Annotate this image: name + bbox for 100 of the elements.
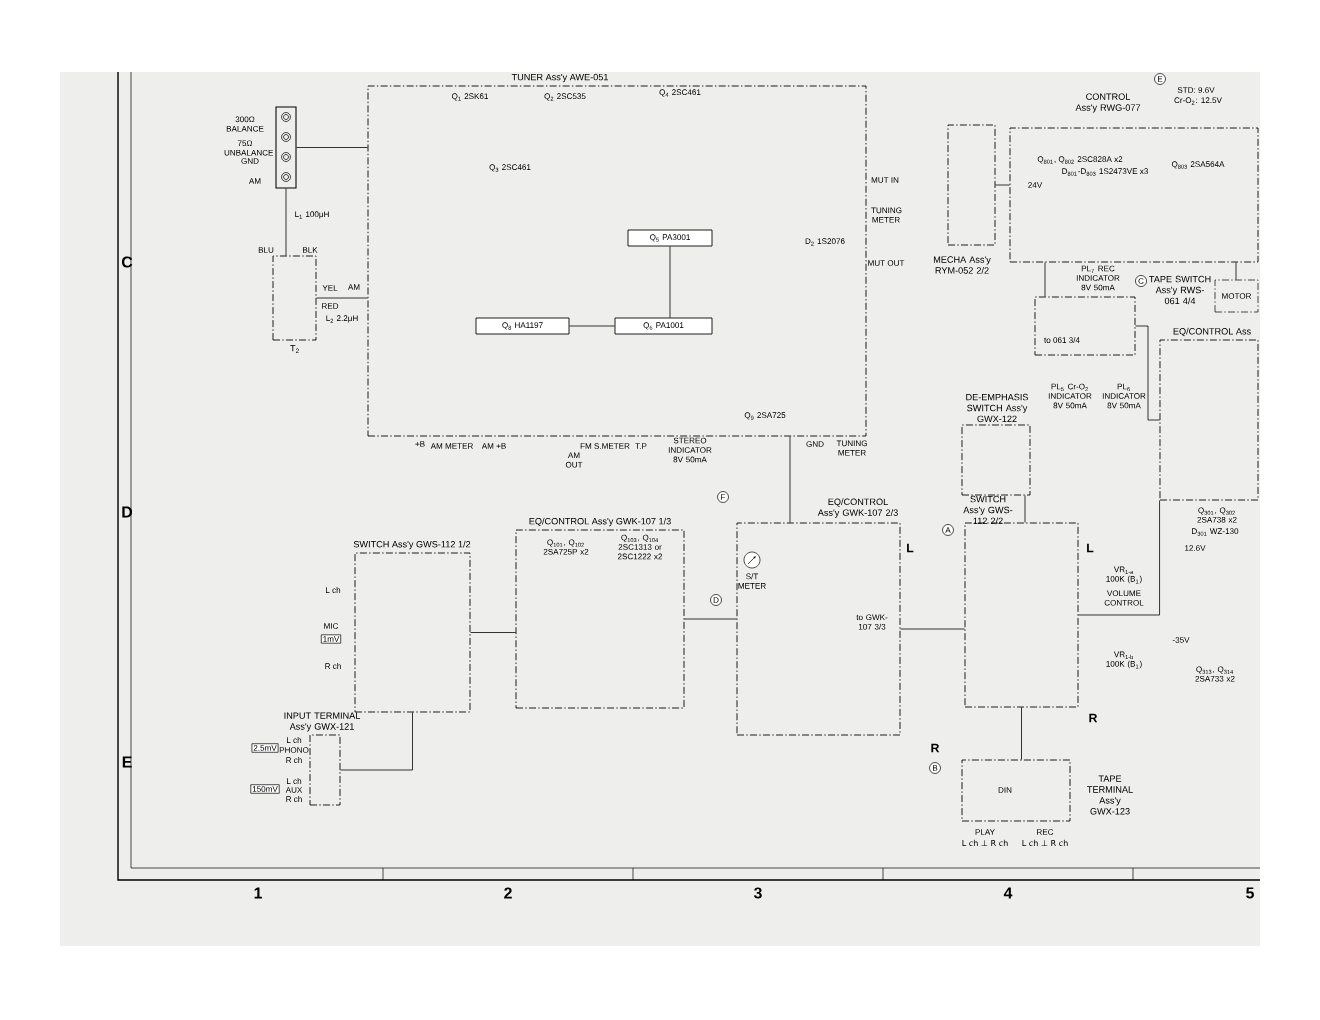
component-label: L$_{2}$ 2.2μH xyxy=(326,315,358,323)
pin-label: FM S.METER xyxy=(580,443,630,449)
pin-label: R ch xyxy=(286,757,302,763)
wire xyxy=(296,147,368,148)
component-label: Q$_{3}$ 2SC461 xyxy=(489,164,531,172)
grid-reference: 1 xyxy=(254,887,262,899)
node-label: SWITCH Ass'y GWS-112 1/2 xyxy=(353,540,471,550)
transformer-box: T$_{2}$ xyxy=(272,255,317,353)
pin-label: T.P xyxy=(635,443,647,449)
pin-label: AM xyxy=(347,284,360,290)
node-label: CONTROL Ass'y RWG-077 xyxy=(1075,93,1141,113)
component-label: VR$_{1-b}$ 100K (B$_{1}$) xyxy=(1106,651,1142,669)
pin-label: STD: 9.6V xyxy=(1177,87,1215,93)
component-label: Q$_{313}$, Q$_{314}$ 2SA733 x2 xyxy=(1195,666,1235,682)
wire xyxy=(569,325,615,327)
component-label: L$_{1}$ 100μH xyxy=(295,211,329,219)
pin-label: +B xyxy=(415,441,425,447)
node-label: EQ/CONTROL Ass'y GWK-107 2/3 xyxy=(817,498,898,518)
component-label: Q$_{803}$ 2SA564A xyxy=(1171,161,1225,169)
wire xyxy=(316,297,368,299)
wire xyxy=(1135,325,1160,421)
pin-label: MUT IN xyxy=(871,177,899,183)
node-label: SWITCH Ass'y GWS-112 2/2 xyxy=(963,495,1013,525)
pin-label: 24V xyxy=(1028,182,1043,188)
pin-label: AUX xyxy=(285,787,303,793)
grid-reference: 4 xyxy=(1003,887,1013,899)
ic-block: Q$_{6}$ PA1001 xyxy=(614,317,713,335)
pin-label: GND xyxy=(806,441,824,447)
pin-label: RED xyxy=(322,303,339,309)
assembly-box: SWITCH Ass'y GWS-112 1/2 xyxy=(353,540,471,713)
component-label: Q$_{4}$ 2SC461 xyxy=(659,89,701,97)
pin-label: R ch xyxy=(286,796,302,802)
pin-label: to GWK-107 3/3 xyxy=(856,614,888,630)
wire xyxy=(1024,495,1026,523)
level-tag: 150mV xyxy=(250,784,280,794)
grid-reference: E xyxy=(122,756,132,768)
terminal-label: 300Ω BALANCE xyxy=(226,116,264,132)
component-label: Q$_{1}$ 2SK61 xyxy=(452,93,489,101)
pin-label: STEREO INDICATOR 8V 50mA xyxy=(668,437,712,463)
node-label: T$_{2}$ xyxy=(290,344,299,354)
wire xyxy=(900,628,965,630)
wire xyxy=(1044,262,1046,297)
wire xyxy=(684,618,737,620)
wire xyxy=(1235,262,1237,281)
pin-label: REC xyxy=(1037,829,1054,835)
component-label: D$_{2}$ 1S2076 xyxy=(805,238,845,246)
pin-label: Cr-O$_{2}$: 12.5V xyxy=(1174,97,1222,105)
assembly-box: EQ/CONTROL Ass xyxy=(1159,327,1259,501)
wire xyxy=(285,188,287,256)
pin-label: L ch xyxy=(287,737,302,743)
pin-label: TUNING METER xyxy=(871,207,902,223)
pin-label: YEL xyxy=(322,285,338,291)
channel-label: R xyxy=(1089,713,1098,723)
component-label: Q$_{101}$, Q$_{102}$ 2SA725P x2 xyxy=(543,539,589,555)
pin-label: to 061 3/4 xyxy=(1044,337,1080,343)
component-label: D$_{301}$ WZ-130 xyxy=(1192,528,1239,536)
component-label: Q$_{801}$, Q$_{802}$ 2SC828A x2 xyxy=(1037,156,1123,164)
wire xyxy=(470,632,516,633)
terminal-label: GND xyxy=(241,158,259,164)
assembly-box: DE-EMPHASIS SWITCH Ass'y GWX-122 xyxy=(961,393,1031,496)
pin-label: R ch xyxy=(325,663,341,669)
terminal-label: 75Ω UNBALANCE xyxy=(224,140,274,156)
level-tag: 1mV xyxy=(320,634,342,644)
level-tag: 2.5mV xyxy=(251,743,279,753)
pin-label: BLU xyxy=(258,247,274,253)
wire xyxy=(1078,500,1160,616)
terminal-label: S/T METER xyxy=(738,573,766,589)
grid-reference: 2 xyxy=(504,887,512,899)
component-label: Q$_{2}$ 2SC535 xyxy=(544,93,586,101)
motor-box: MOTOR xyxy=(1214,279,1259,313)
grid-reference: 5 xyxy=(1246,887,1254,899)
pin-label: MIC xyxy=(324,623,339,629)
node-label: DE-EMPHASIS SWITCH Ass'y GWX-122 xyxy=(966,393,1029,423)
channel-label: R xyxy=(931,743,940,753)
assembly-box: MECHA Ass'y RYM-052 2/2 xyxy=(933,124,996,274)
pin-label: AM +B xyxy=(481,443,506,449)
node-label: EQ/CONTROL Ass'y GWK-107 1/3 xyxy=(529,517,671,527)
grid-reference: D xyxy=(122,506,133,518)
grid-reference: C xyxy=(121,256,133,268)
ic-block: Q$_{8}$ HA1197 xyxy=(475,317,570,335)
wire xyxy=(789,436,791,523)
pin-label: PL$_{6}$ INDICATOR 8V 50mA xyxy=(1102,383,1146,409)
pin-label: MUT OUT xyxy=(868,260,905,266)
pin-label: L ch ⊥ R ch xyxy=(1022,839,1068,847)
node-label: TUNER Ass'y AWE-051 xyxy=(511,73,608,83)
pin-label: AM OUT xyxy=(565,452,583,468)
pin-label: DIN xyxy=(998,787,1012,793)
terminal-label: AM xyxy=(248,178,261,184)
pin-label: PLAY xyxy=(975,829,995,835)
pin-label: 12.6V xyxy=(1185,545,1206,551)
pin-label: L ch xyxy=(326,587,341,593)
component-label: VR$_{1-a}$ 100K (B$_{1}$) xyxy=(1106,566,1142,584)
node-label: EQ/CONTROL Ass xyxy=(1173,327,1251,337)
ic-block: Q$_{5}$ PA3001 xyxy=(627,229,713,247)
wire xyxy=(995,184,1010,186)
component-label: Q$_{9}$ 2SA725 xyxy=(744,412,786,420)
component-label: Q$_{103}$, Q$_{104}$ 2SC1313 or 2SC1222 x2 xyxy=(617,534,663,560)
node-label: INPUT TERMINAL Ass'y GWX-121 xyxy=(284,712,361,732)
pin-label: AM METER xyxy=(430,443,473,449)
pin-label: TUNING METER xyxy=(836,440,867,456)
